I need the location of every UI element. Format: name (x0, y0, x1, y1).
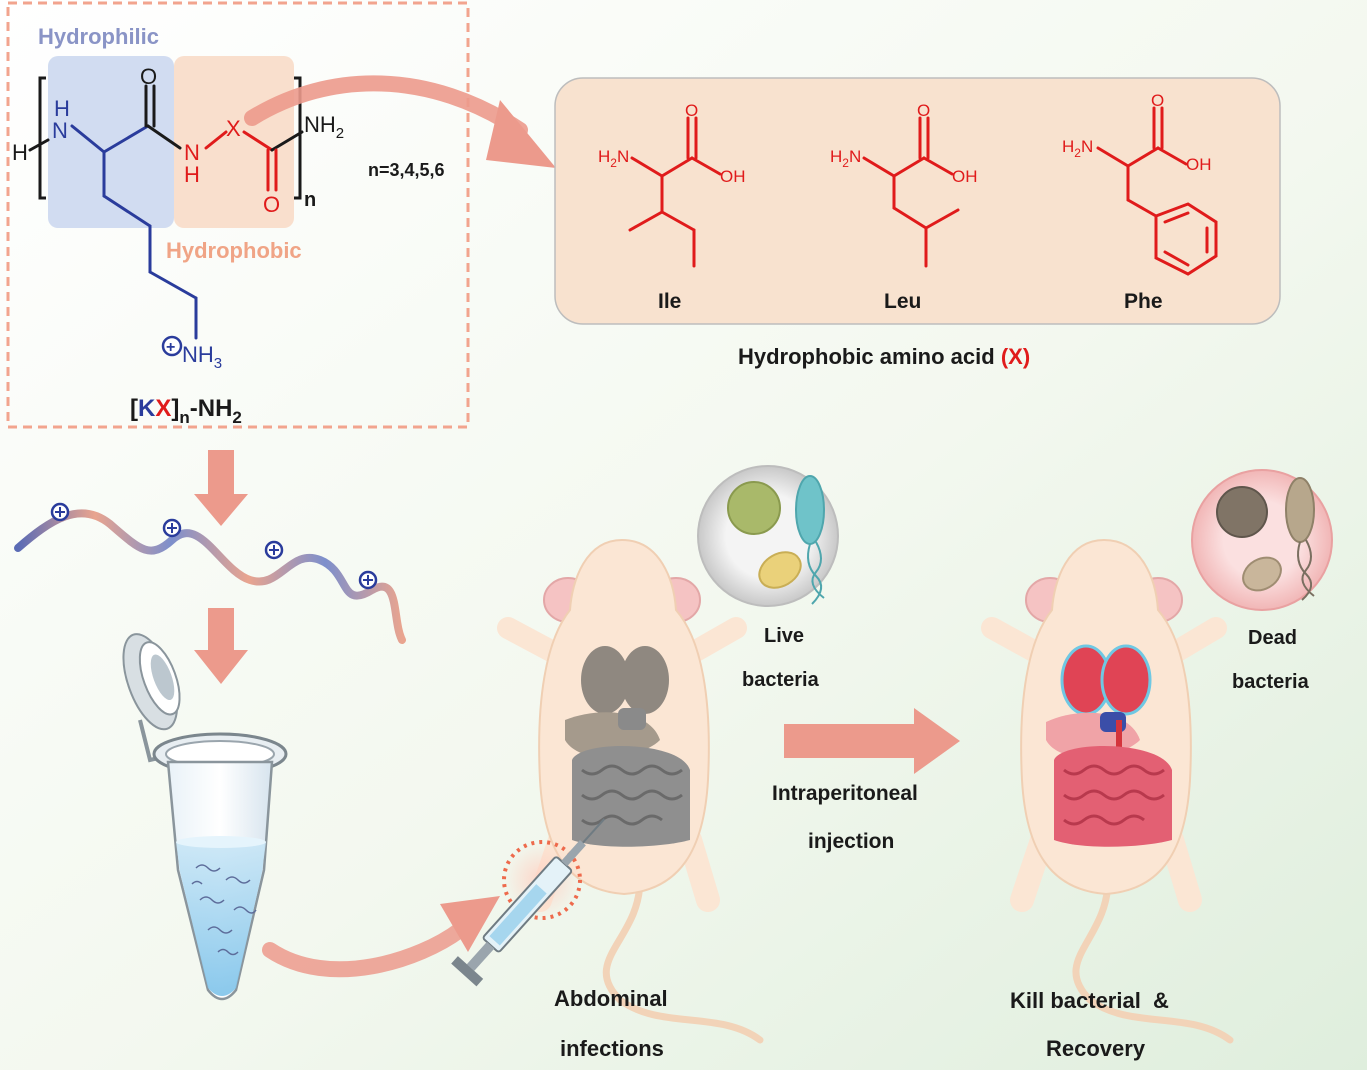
polymer-structure-panel: Hydrophilic Hydrophobic H N (6, 1, 470, 429)
tube-liquid (176, 842, 266, 996)
treatment-label-line1: Intraperitoneal (772, 782, 918, 805)
rod-bacterium-icon (795, 475, 825, 545)
live-label-line2: bacteria (742, 669, 820, 691)
phe-o: O (1151, 91, 1164, 110)
leu-structure (862, 116, 960, 268)
dead-flagella-icon (1297, 539, 1315, 601)
down-arrow-1 (194, 450, 248, 526)
bacillus-icon (758, 551, 802, 589)
dashed-frame (6, 1, 470, 429)
leu-oh: OH (952, 167, 978, 186)
phe-oh: OH (1186, 155, 1212, 174)
hydrophobic-label: Hydrophobic (166, 238, 302, 263)
nh3-label: NH3 (182, 342, 222, 372)
tube-cap (122, 633, 181, 731)
dead-label-line2: bacteria (1232, 671, 1310, 693)
phe-structure (1096, 106, 1218, 276)
right-caption-line2: Recovery (1046, 1036, 1146, 1061)
phe-name: Phe (1124, 290, 1163, 313)
left-caption-line1: Abdominal (554, 986, 668, 1011)
red-carbonyl-o: O (263, 192, 280, 217)
backbone-bonds (28, 84, 304, 340)
left-bracket (38, 76, 46, 200)
amide-h: H (184, 162, 200, 187)
coccus-icon (727, 481, 781, 535)
repeat-count-note: n=3,4,5,6 (368, 160, 445, 180)
peptides-in-solution (191, 864, 257, 956)
arrow-tube-to-mouse-head (440, 896, 500, 952)
repeat-n: n (304, 189, 316, 211)
syringe-icon (451, 818, 606, 987)
left-caption-line2: infections (560, 1036, 664, 1061)
mouse-tail (602, 876, 764, 1044)
carbonyl-o: O (140, 64, 157, 89)
live-bacteria-bubble: Live bacteria (697, 465, 839, 691)
ile-structure (628, 116, 722, 268)
ile-amine: H2N (598, 147, 629, 170)
flagella-icon (807, 541, 825, 605)
amine-n: N (52, 118, 68, 143)
ammonium-group: + NH3 (161, 335, 222, 372)
leu-name: Leu (884, 290, 921, 313)
arrow-tube-to-mouse (262, 922, 468, 978)
dead-bacillus-icon (1242, 556, 1282, 592)
positive-charge-icon (161, 335, 183, 357)
plus-sign: + (166, 339, 175, 356)
infected-mouse: Abdominal infections (451, 538, 764, 1061)
right-bracket (294, 76, 302, 200)
treatment-arrow: Intraperitoneal injection (772, 708, 960, 853)
microcentrifuge-tube (122, 633, 288, 1001)
recovered-mouse: Kill bacterial & Recovery (981, 538, 1234, 1061)
dead-label-line1: Dead (1248, 627, 1297, 649)
left-mouse-organs (565, 646, 690, 847)
leu-amine: H2N (830, 147, 861, 170)
phe-amine: H2N (1062, 137, 1093, 160)
amino-acid-box (554, 77, 1281, 325)
c-terminus-nh2: NH2 (304, 112, 344, 142)
peptide-chain (14, 502, 406, 644)
dead-coccus-icon (1216, 486, 1268, 538)
polymer-formula: [KX]n-NH2 (130, 395, 242, 427)
dead-rod-bacterium-icon (1285, 477, 1315, 543)
leu-o: O (917, 101, 930, 120)
amide-n: N (184, 140, 200, 165)
down-arrow-2 (194, 608, 248, 684)
curved-arrow-to-amino-acids (244, 75, 528, 138)
ile-name: Ile (658, 290, 681, 313)
right-mouse-organs (1046, 644, 1172, 847)
treatment-label-line2: injection (808, 830, 894, 853)
curved-arrow-head (486, 100, 556, 168)
amino-acid-caption: Hydrophobic amino acid (X) (738, 344, 1030, 369)
dead-bacteria-bubble: Dead bacteria (1191, 469, 1333, 693)
right-caption-line1: Kill bacterial & (1010, 988, 1169, 1013)
amino-acid-panel: H2N O OH Ile H2N O OH Leu (554, 77, 1281, 369)
amine-h: H (54, 96, 70, 121)
hydrophilic-label: Hydrophilic (38, 24, 159, 49)
live-label-line1: Live (764, 625, 804, 647)
ile-oh: OH (720, 167, 746, 186)
hydrophilic-region (48, 56, 174, 228)
residue-x: X (226, 116, 241, 141)
hydrophobic-region (174, 56, 294, 228)
ile-o: O (685, 101, 698, 120)
mouse-tail (1072, 876, 1234, 1044)
h-terminus: H (12, 140, 28, 165)
